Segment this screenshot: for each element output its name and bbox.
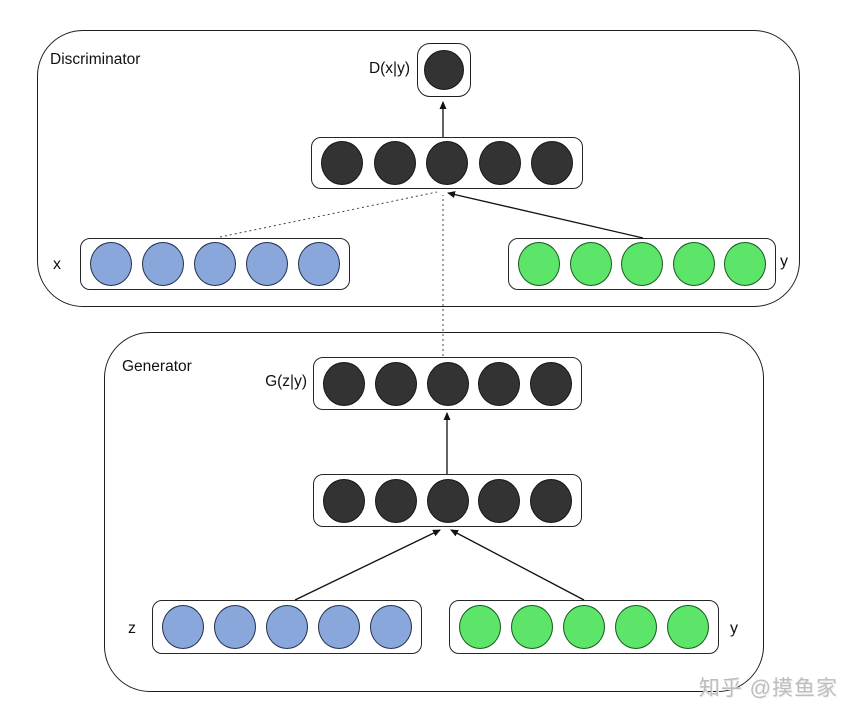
neuron-node <box>370 605 412 649</box>
neuron-node <box>374 361 417 406</box>
neuron-node <box>246 242 288 286</box>
generator-z-label: z <box>128 620 136 637</box>
discriminator-output-label: D(x|y) <box>368 60 410 77</box>
neuron-node <box>667 605 709 649</box>
generator-y-layer <box>449 600 719 654</box>
neuron-node <box>459 605 501 649</box>
neuron-node <box>374 478 417 523</box>
watermark: 知乎 @摸鱼家 <box>698 677 838 700</box>
neuron-node <box>724 242 766 286</box>
discriminator-hidden-layer <box>311 137 583 189</box>
neuron-node <box>373 141 416 185</box>
neuron-node <box>511 605 553 649</box>
discriminator-output-box <box>417 43 471 97</box>
neuron-node <box>321 141 363 185</box>
generator-z-layer <box>152 600 422 654</box>
generator-output-label: G(z|y) <box>265 373 307 390</box>
neuron-node <box>298 242 340 286</box>
neuron-node <box>90 242 132 286</box>
neuron-node <box>194 242 236 286</box>
discriminator-x-label: x <box>53 256 61 273</box>
neuron-node <box>266 605 308 649</box>
generator-output-layer <box>313 357 582 410</box>
neuron-node <box>478 478 521 523</box>
neuron-node <box>478 141 521 185</box>
neuron-node <box>426 361 469 406</box>
neuron-node <box>323 361 365 406</box>
neuron-node <box>426 478 469 523</box>
neuron-node <box>142 242 184 286</box>
neuron-node <box>478 361 521 406</box>
neuron-node <box>531 141 573 185</box>
neuron-node <box>621 242 663 286</box>
generator-title: Generator <box>122 358 192 375</box>
neuron-node <box>214 605 256 649</box>
neuron-node <box>318 605 360 649</box>
neuron-node <box>530 361 572 406</box>
neuron-node <box>323 478 365 523</box>
neuron-node <box>615 605 657 649</box>
discriminator-output-node <box>424 50 464 90</box>
neuron-node <box>530 478 572 523</box>
neuron-node <box>162 605 204 649</box>
discriminator-title: Discriminator <box>50 51 141 68</box>
discriminator-x-layer <box>80 238 350 290</box>
neuron-node <box>569 242 612 286</box>
neuron-node <box>518 242 560 286</box>
generator-y-label: y <box>730 620 738 637</box>
discriminator-y-label: y <box>780 253 788 270</box>
neuron-node <box>563 605 605 649</box>
neuron-node <box>672 242 715 286</box>
discriminator-y-layer <box>508 238 776 290</box>
generator-hidden-layer <box>313 474 582 527</box>
neuron-node <box>426 141 468 185</box>
